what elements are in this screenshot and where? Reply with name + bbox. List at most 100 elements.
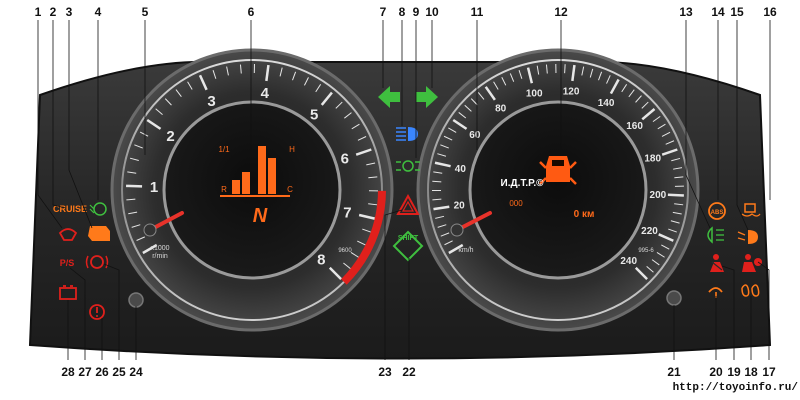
odometer-value: 000 [509,199,523,208]
speedometer-scale-label: 80 [495,104,507,115]
shift-indicator-icon: SHIFT [392,230,424,262]
callout-number: 4 [95,5,102,19]
speedometer-tick [609,78,620,95]
speedometer-tick [634,266,648,280]
speedometer-scale-label: 160 [626,121,643,132]
speedometer-tick [432,198,442,201]
seatbelt-reminder-icon [710,254,724,272]
leader-lines [37,20,771,360]
speedometer-scale-label: 220 [641,226,658,237]
trip-reset-knob[interactable] [666,290,682,306]
tachometer-scale-label: 5 [310,106,318,123]
callout-number: 14 [711,5,725,19]
tachometer-tick [315,84,322,93]
speedometer-tick [434,161,451,168]
speedometer-tick [657,123,666,130]
glow-plug-icon [741,284,760,297]
tachometer-tick [368,203,378,206]
speedometer-scale-label: 40 [455,164,467,175]
callout-number: 12 [554,5,568,19]
speedometer-needle-hub [450,223,464,237]
hazard-warning-icon [396,193,420,215]
callout-number: 28 [61,365,75,379]
tachometer-tick [328,266,342,280]
tachometer-tick [351,123,360,130]
speedometer-tick [432,180,442,183]
callout-number: 11 [471,5,484,19]
tachometer-tick [350,252,359,258]
speedometer-tick [674,176,684,179]
callout-number: 5 [142,5,149,19]
tachometer-tick [279,67,283,77]
gear-fraction: 1/1 [218,145,230,154]
front-fog-light-icon [89,202,107,216]
speedometer-tick [674,203,684,206]
rear-fog-light-icon [707,226,724,244]
tachometer-tick [142,243,158,255]
callout-number: 10 [425,5,439,19]
tachometer-tick [226,66,229,76]
tachometer-redline [341,190,386,285]
headlight-leveling-icon [737,230,758,244]
callout-number: 18 [744,365,758,379]
speedometer-tick [437,153,447,157]
speedometer-tick [509,73,515,82]
speedometer-tick [501,77,507,86]
speedometer-tick [621,84,628,93]
tachometer-ticks [126,64,379,280]
speedometer-tick [437,224,447,228]
parking-brake-icon [89,304,105,320]
abs-label: ABS [711,210,724,216]
speedometer-tick [448,243,464,255]
turn-signal-left-icon [378,86,400,108]
gear-r-label: R [221,185,227,194]
speedometer-tick [661,131,671,137]
callout-number: 24 [129,365,143,379]
tachometer-scale-label: 7 [343,205,351,222]
callout-number: 19 [727,365,741,379]
temp-bar-stack [258,146,266,194]
speedometer-tick [635,95,642,103]
battery-charge-icon [59,285,77,300]
tachometer-tick [335,101,343,109]
callout-number: 3 [66,5,73,19]
speedometer-tick [433,171,443,174]
headlights-on-icon [396,160,420,172]
speedometer-tick [545,64,548,74]
callout-number: 15 [730,5,744,19]
tachometer-reset-knob[interactable] [128,292,144,308]
tachometer-tick [343,262,351,270]
tachometer-tick [126,198,136,201]
gear-c-label: C [287,185,293,194]
speedometer-tick [433,205,450,211]
speedometer-tick [564,64,566,74]
tachometer-tick [175,89,182,98]
speedometer-tick [646,265,654,273]
tachometer-tick [164,98,172,106]
tachometer-tick [292,71,297,81]
callout-number: 26 [95,365,109,379]
tachometer-tick [155,108,163,115]
speedometer-tick [672,211,682,215]
speedometer-tick [464,104,472,112]
speedometer-tick [477,92,485,100]
speedometer-tick [606,75,611,84]
tachometer-tick [136,236,146,241]
check-engine-icon [88,226,110,241]
tachometer-right-mark: 9600 [338,248,352,254]
tachometer-scale-label: 1 [150,179,158,196]
high-beam-icon [396,127,418,141]
tachometer-tick [357,136,367,141]
speedometer-tick [656,252,665,258]
gear-display: 1/1 H R C N [218,145,295,227]
speedometer-scale-label: 20 [454,201,466,212]
speedometer-tick [589,68,594,78]
tachometer-scale-label: 2 [166,128,174,145]
speedometer-tick [571,64,576,82]
speedometer-tick [493,81,499,90]
